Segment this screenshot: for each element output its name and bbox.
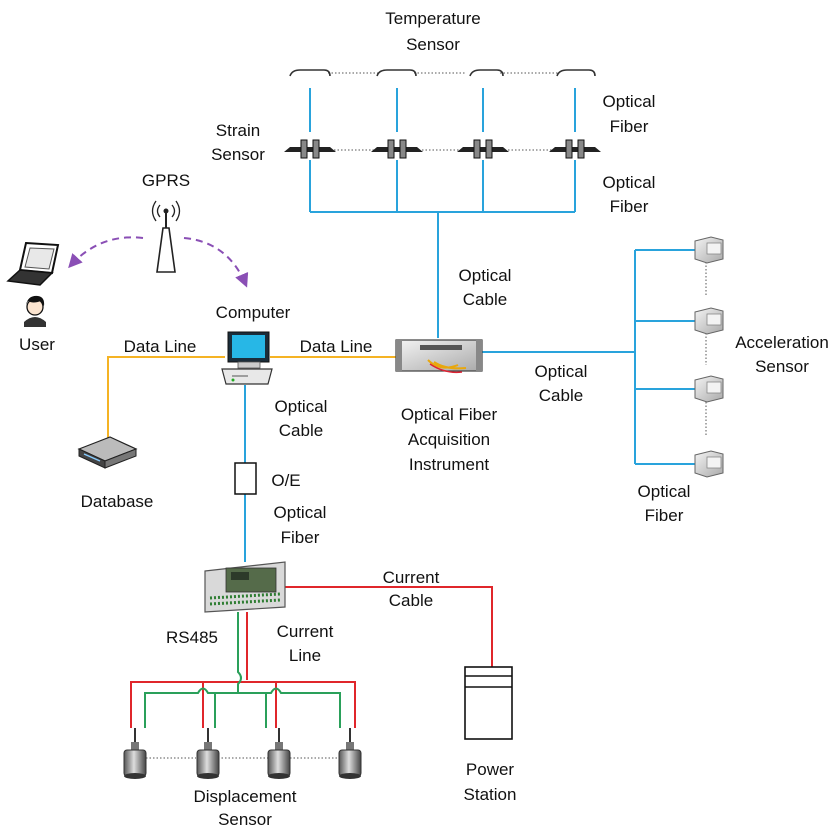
data-lines xyxy=(107,356,396,440)
oe-converter-icon xyxy=(234,462,257,495)
user-label: User xyxy=(19,335,55,354)
temperature-sensor-icon xyxy=(289,69,596,77)
current-wiring xyxy=(130,586,493,728)
acceleration-sensor-icon xyxy=(694,236,724,478)
antenna-icon xyxy=(151,200,181,273)
data-line-label-left: Data Line xyxy=(124,337,197,356)
control-box-icon xyxy=(204,561,286,613)
strain-sensor-icon xyxy=(284,139,601,159)
optical-cable-acceleration xyxy=(482,249,695,465)
acquisition-instrument-icon xyxy=(395,339,483,374)
computer-label: Computer xyxy=(216,303,291,322)
power-station-icon xyxy=(464,666,513,740)
rs485-label: RS485 xyxy=(166,628,218,647)
rs485-wiring xyxy=(144,612,341,728)
gprs-label: GPRS xyxy=(142,171,190,190)
computer-icon xyxy=(221,331,273,385)
database-server-icon xyxy=(77,436,138,469)
oe-label: O/E xyxy=(271,471,300,490)
user-icon xyxy=(24,295,46,327)
data-line-label-right: Data Line xyxy=(300,337,373,356)
gprs-wireless-link xyxy=(68,236,249,288)
laptop-icon xyxy=(6,241,60,286)
displacement-sensor-icon xyxy=(123,728,362,779)
optical-fiber-network-top xyxy=(309,88,576,338)
database-label: Database xyxy=(81,492,154,511)
